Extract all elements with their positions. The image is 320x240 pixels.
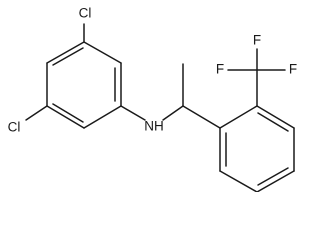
ring-b-bond-3 [256, 170, 295, 192]
ring-b-bond-6 [219, 105, 258, 129]
ring-a-bond-3 [83, 105, 122, 129]
atom-f-left: F [216, 62, 224, 77]
bond-ch-to-ring [182, 105, 221, 129]
trifluoromethylphenyl-ring [219, 105, 295, 192]
ring-b-double-2 [257, 167, 289, 186]
bond-ring-to-nh [120, 105, 146, 121]
bond-to-cl-left [25, 105, 48, 121]
atom-f-right: F [289, 62, 297, 77]
ring-a-double-3 [52, 47, 84, 66]
dichlorophenyl-ring [46, 41, 122, 129]
molecule-svg: Cl Cl NH F F F [8, 6, 297, 192]
ring-a-bond-4 [46, 105, 85, 129]
atom-nh: NH [144, 119, 164, 134]
ring-a-bond-1 [83, 41, 122, 64]
structure-diagram: Cl Cl NH F F F [8, 6, 297, 192]
atom-cl-top: Cl [79, 6, 92, 21]
ring-b-double-3 [257, 112, 289, 132]
bond-nh-to-ch [162, 105, 184, 121]
atom-f-mid: F [253, 33, 261, 48]
ring-a-bond-6 [46, 41, 85, 64]
ring-a-double-2 [52, 103, 84, 123]
ring-b-bond-2 [219, 170, 258, 192]
ring-b-bond-5 [256, 105, 295, 129]
atom-cl-left: Cl [8, 120, 21, 135]
